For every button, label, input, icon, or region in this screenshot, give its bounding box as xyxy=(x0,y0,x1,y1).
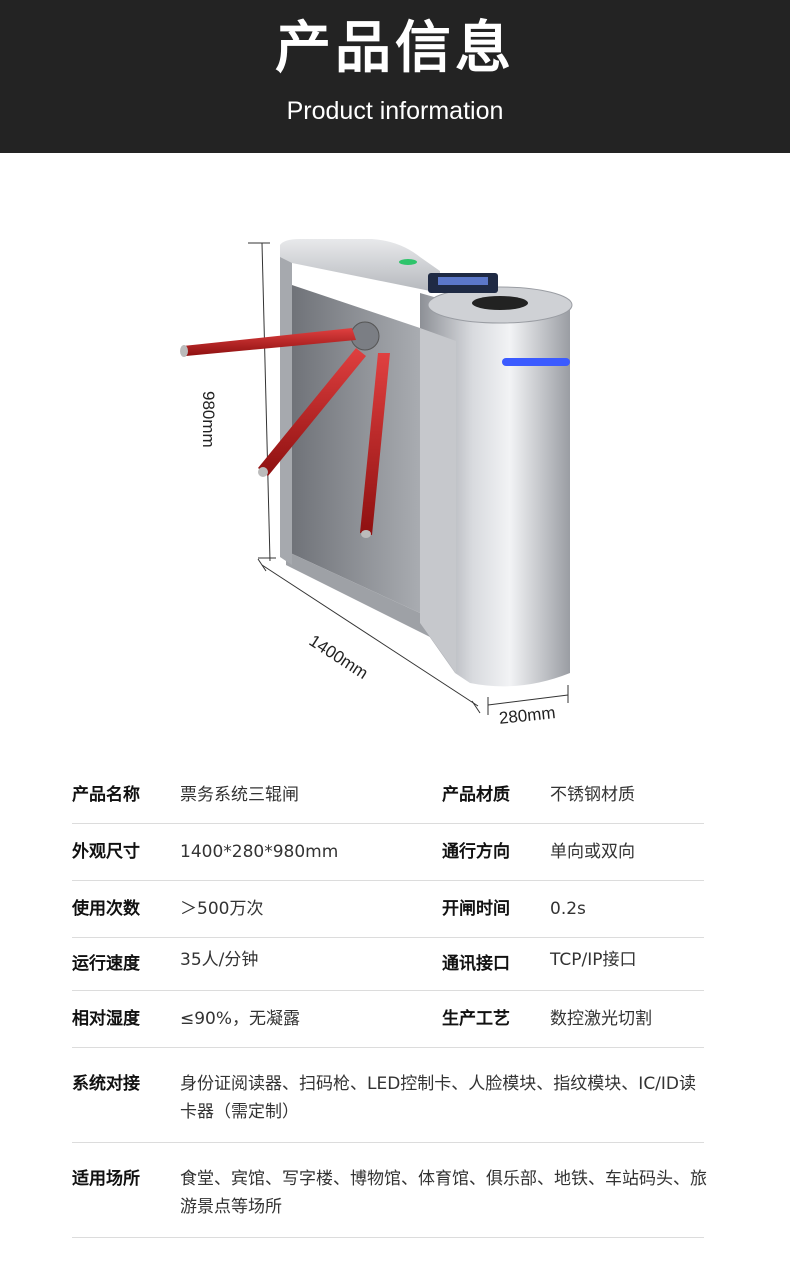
spec-label: 系统对接 xyxy=(72,1074,140,1094)
tripod-arms xyxy=(180,328,390,538)
page-header: 产品信息 Product information xyxy=(0,0,790,153)
spec-row: 使用次数 ＞500万次 开闸时间 0.2s xyxy=(72,881,704,938)
spec-value: ≤90%，无凝露 xyxy=(180,1009,301,1029)
spec-value: 单向或双向 xyxy=(550,842,635,862)
spec-value: 35人/分钟 xyxy=(180,950,259,970)
spec-value: 1400*280*980mm xyxy=(180,842,339,862)
spec-row: 系统对接 身份证阅读器、扫码枪、LED控制卡、人脸模块、指纹模块、IC/ID读卡… xyxy=(72,1048,704,1143)
spec-label: 生产工艺 xyxy=(442,1009,510,1029)
top-bar xyxy=(280,239,440,293)
spec-label: 使用次数 xyxy=(72,899,140,919)
indicator-strip xyxy=(502,358,570,366)
spec-value: 数控激光切割 xyxy=(550,1009,652,1029)
spec-label: 运行速度 xyxy=(72,954,140,974)
spec-label: 外观尺寸 xyxy=(72,842,140,862)
spec-row: 产品名称 票务系统三辊闸 产品材质 不锈钢材质 xyxy=(72,767,704,824)
spec-label: 通讯接口 xyxy=(442,954,510,974)
spec-value: 不锈钢材质 xyxy=(550,785,635,805)
spec-value: 0.2s xyxy=(550,899,586,919)
base-panel xyxy=(286,551,458,651)
spec-value: TCP/IP接口 xyxy=(550,950,637,970)
turnstile-illustration xyxy=(180,239,573,715)
spec-row: 相对湿度 ≤90%，无凝露 生产工艺 数控激光切割 xyxy=(72,991,704,1048)
spec-value: 食堂、宾馆、写字楼、博物馆、体育馆、俱乐部、地铁、车站码头、旅游景点等场所 xyxy=(180,1169,707,1217)
cabinet xyxy=(420,293,570,687)
spec-label: 产品名称 xyxy=(72,785,140,805)
spec-value: 身份证阅读器、扫码枪、LED控制卡、人脸模块、指纹模块、IC/ID读卡器（需定制… xyxy=(180,1074,697,1122)
spec-label: 通行方向 xyxy=(442,842,510,862)
spec-label: 适用场所 xyxy=(72,1169,140,1189)
rotor-hub xyxy=(350,321,380,351)
spec-row: 运行速度 35人/分钟 通讯接口 TCP/IP接口 xyxy=(72,938,704,991)
spec-value: 票务系统三辊闸 xyxy=(180,785,299,805)
spec-row: 外观尺寸 1400*280*980mm 通行方向 单向或双向 xyxy=(72,824,704,881)
page-title: 产品信息 xyxy=(275,16,515,81)
spec-table: 产品名称 票务系统三辊闸 产品材质 不锈钢材质 外观尺寸 1400*280*98… xyxy=(72,767,707,1238)
product-figure: 980mm 1400mm 280mm xyxy=(0,153,790,753)
page-subtitle: Product information xyxy=(286,97,504,125)
dimension-lines xyxy=(248,242,569,715)
spec-value: ＞500万次 xyxy=(180,899,264,919)
spec-label: 产品材质 xyxy=(442,785,510,805)
spec-label: 开闸时间 xyxy=(442,899,510,919)
spec-row: 适用场所 食堂、宾馆、写字楼、博物馆、体育馆、俱乐部、地铁、车站码头、旅游景点等… xyxy=(72,1143,707,1238)
height-dimension-label: 980mm xyxy=(199,391,218,448)
spec-label: 相对湿度 xyxy=(72,1009,140,1029)
